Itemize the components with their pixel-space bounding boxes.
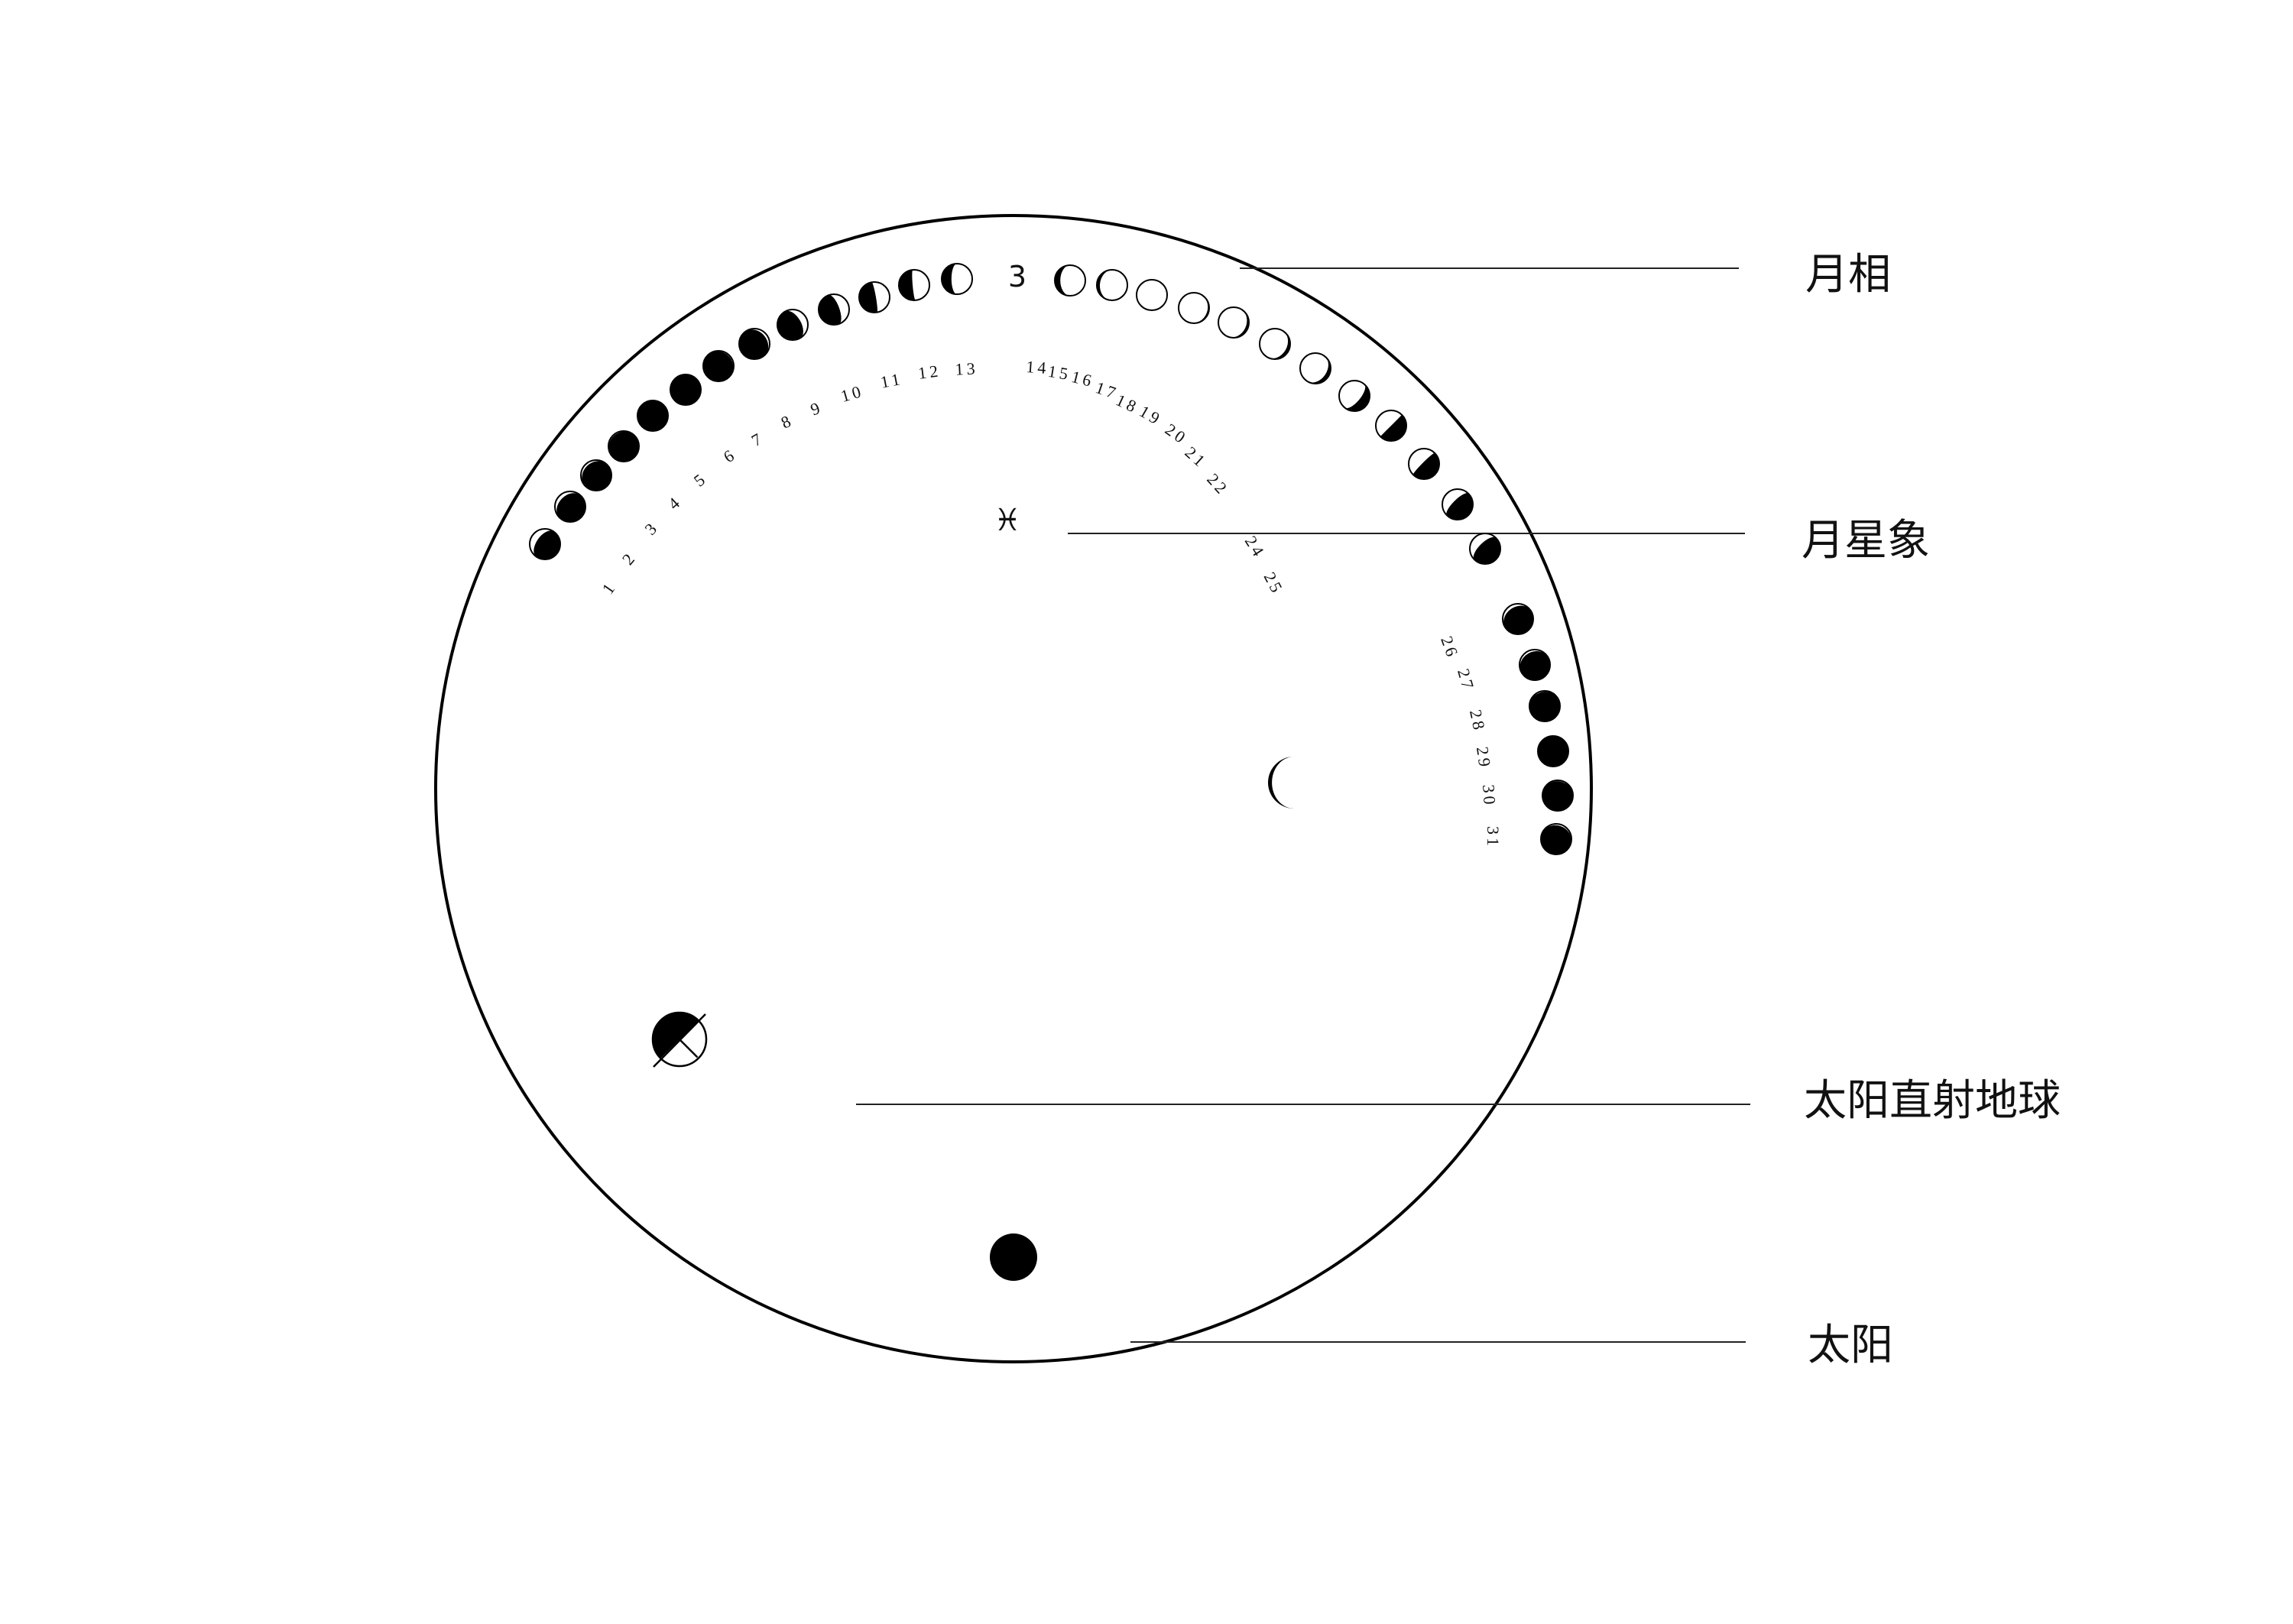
day-number: 16 bbox=[1069, 367, 1096, 391]
day-number: 22 bbox=[1203, 469, 1233, 499]
dial-ring bbox=[434, 214, 1593, 1363]
moon-phase-icon bbox=[941, 263, 973, 295]
sun-icon bbox=[990, 1233, 1037, 1281]
day-number: 12 bbox=[917, 361, 942, 382]
moon-phase-icon bbox=[1259, 328, 1291, 360]
day-number: 26 bbox=[1437, 634, 1463, 662]
day-number: 2 bbox=[618, 547, 641, 569]
moon-phase-icon bbox=[1299, 352, 1331, 384]
day-number: 28 bbox=[1466, 708, 1490, 734]
day-number: 8 bbox=[778, 410, 796, 433]
moon-phase-icon bbox=[1408, 448, 1440, 480]
day-number: 30 bbox=[1479, 784, 1500, 809]
moon-phase-icon bbox=[1054, 264, 1086, 297]
moon-phase-icon bbox=[1502, 603, 1534, 635]
day-number: 6 bbox=[720, 444, 740, 466]
moon-phase-icon bbox=[1469, 533, 1501, 565]
moon-phase-icon bbox=[1375, 410, 1407, 442]
moon-phase-icon bbox=[1542, 780, 1574, 812]
day-number: 31 bbox=[1484, 826, 1503, 849]
moon-phase-icon bbox=[580, 459, 612, 491]
day-number: 9 bbox=[808, 397, 825, 420]
moon-phase-icon bbox=[1178, 292, 1210, 324]
day-number: 4 bbox=[664, 491, 686, 514]
day-number: 7 bbox=[748, 428, 767, 450]
day-number: 3 bbox=[641, 517, 662, 539]
label-moon-zodiac: 月星象 bbox=[1802, 516, 1930, 566]
moon-phase-icon bbox=[1519, 649, 1551, 681]
moon-phase-icon bbox=[777, 309, 809, 341]
day-number: 15 bbox=[1046, 361, 1072, 384]
moon-phase-icon bbox=[1136, 279, 1168, 311]
pisces-icon: ♓ bbox=[994, 503, 1021, 538]
day-number: 27 bbox=[1454, 666, 1478, 694]
day-number: 19 bbox=[1137, 401, 1166, 430]
moon-phase-icon bbox=[670, 374, 702, 406]
day-number: 21 bbox=[1182, 442, 1211, 472]
moon-phase-icon bbox=[1442, 488, 1474, 520]
day-number: 1 bbox=[598, 577, 620, 598]
moon-phase-arc bbox=[529, 263, 1574, 855]
moon-phase-icon bbox=[637, 400, 669, 432]
day-number: 10 bbox=[838, 381, 866, 406]
leader-lines bbox=[856, 267, 1750, 1343]
moon-phase-icon bbox=[818, 293, 850, 326]
moon-phase-icon bbox=[1096, 269, 1128, 301]
day-number: 29 bbox=[1473, 745, 1495, 770]
label-sun: 太阳 bbox=[1808, 1321, 1893, 1370]
day-number: 5 bbox=[690, 468, 711, 491]
label-sun-on-earth: 太阳直射地球 bbox=[1804, 1076, 2061, 1126]
moon-phase-icon bbox=[898, 269, 930, 301]
day-number: 13 bbox=[955, 358, 978, 379]
moon-phase-icon bbox=[608, 430, 640, 462]
month-marker: 3 bbox=[1008, 260, 1026, 293]
moon-phase-icon bbox=[1537, 735, 1569, 767]
earth-icon bbox=[651, 1011, 708, 1068]
moon-phase-icon bbox=[529, 528, 561, 560]
day-number: 25 bbox=[1260, 569, 1288, 598]
moon-phase-icon bbox=[1540, 823, 1572, 855]
day-number: 24 bbox=[1241, 533, 1270, 562]
day-number: 14 bbox=[1026, 357, 1050, 378]
moon-phase-icon bbox=[858, 281, 890, 313]
moon-phase-icon bbox=[702, 350, 735, 382]
moon-phase-icon bbox=[1338, 380, 1370, 412]
crescent-moon-icon bbox=[1268, 757, 1294, 809]
moon-phase-icon bbox=[1218, 306, 1250, 339]
moon-phase-icon bbox=[738, 328, 770, 360]
moon-phase-icon bbox=[1529, 690, 1561, 722]
day-number: 20 bbox=[1162, 420, 1192, 449]
label-moon-phase: 月相 bbox=[1805, 250, 1891, 300]
day-number: 11 bbox=[879, 369, 904, 392]
moon-phase-icon bbox=[554, 491, 586, 523]
